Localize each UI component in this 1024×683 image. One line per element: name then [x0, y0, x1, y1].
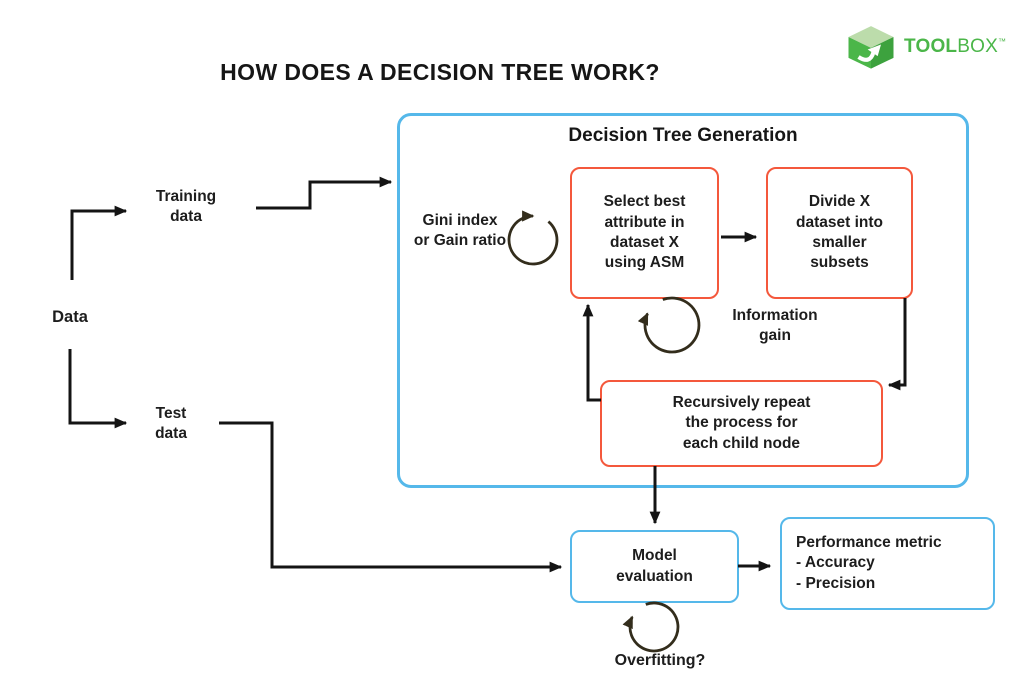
logo-trademark: ™	[997, 37, 1007, 46]
annotation-overfitting: Overfitting?	[614, 652, 706, 669]
loop-arrow-overfitting	[622, 601, 680, 653]
logo-brand-regular: BOX	[957, 36, 998, 57]
page-title: HOW DOES A DECISION TREE WORK?	[220, 59, 660, 85]
container-title: Decision Tree Generation	[568, 125, 798, 146]
logo-brand-bold: TOOL	[904, 36, 958, 57]
node-performance-metric: Performance metric - Accuracy - Precisio…	[780, 517, 995, 610]
node-recursively-repeat: Recursively repeat the process for each …	[600, 380, 883, 467]
node-select-best-attribute: Select best attribute in dataset X using…	[570, 167, 719, 299]
arrow-training-to-container	[256, 176, 393, 210]
node-training-data: Training data	[155, 188, 217, 225]
annotation-gini-index-or-gain-ratio: Gini index or Gain ratio	[413, 212, 507, 249]
decision-tree-generation-container: Decision Tree Generation	[397, 113, 969, 488]
toolbox-cube-icon	[848, 26, 894, 69]
node-data: Data	[52, 308, 88, 326]
node-divide-dataset: Divide X dataset into smaller subsets	[766, 167, 913, 299]
arrow-data-to-test	[68, 349, 128, 429]
annotation-information-gain: Information gain	[732, 307, 818, 344]
arrow-data-to-training	[70, 205, 128, 280]
node-test-data: Test data	[155, 405, 187, 442]
node-model-evaluation: Model evaluation	[570, 530, 739, 603]
